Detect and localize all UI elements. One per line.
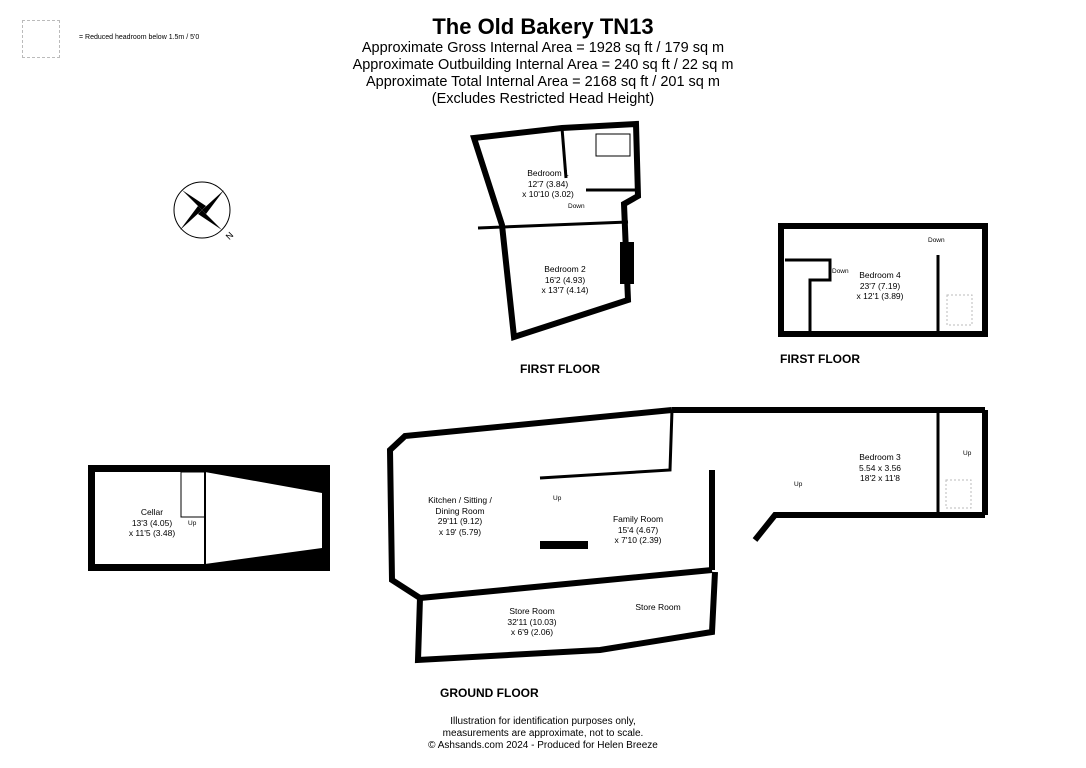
first-floor-main-plan [470, 120, 642, 341]
room-name: Dining Room [435, 505, 485, 516]
stair-up-label: Up [963, 450, 972, 457]
room-dim: x 6'9 (2.06) [510, 627, 554, 637]
stair-down-label: Down [568, 203, 585, 210]
room-cellar: Cellar 13'3 (4.05) x 11'5 (3.48) [107, 507, 197, 539]
ground-floor-plan [386, 407, 988, 664]
room-store-1: Store Room 32'11 (10.03) x 6'9 (2.06) [492, 606, 572, 638]
room-dim: 18'2 x 11'8 [860, 473, 900, 483]
room-name: Kitchen / Sitting / [428, 495, 492, 505]
gross-area: Approximate Gross Internal Area = 1928 s… [361, 40, 725, 56]
room-dim: x 10'10 (3.02) [522, 189, 574, 199]
disclaimer-line: measurements are approximate, not to sca… [442, 728, 644, 739]
stair-up-label: Up [553, 495, 562, 502]
room-name: Bedroom 4 [859, 270, 901, 280]
legend-text: = Reduced headroom below 1.5m / 5'0 [79, 34, 200, 41]
ground-floor-label: GROUND FLOOR [440, 686, 539, 700]
excludes-note: (Excludes Restricted Head Height) [431, 91, 655, 107]
first-floor-outbuilding-plan [778, 223, 988, 337]
reduced-headroom-swatch [22, 20, 60, 58]
stair-up-label: Up [794, 481, 803, 488]
room-dim: x 11'5 (3.48) [128, 528, 176, 538]
room-name: Family Room [612, 514, 664, 524]
room-dim: 13'3 (4.05) [131, 517, 173, 528]
room-bedroom-2: Bedroom 2 16'2 (4.93) x 13'7 (4.14) [525, 264, 605, 296]
stair-down-label: Down [832, 268, 849, 275]
disclaimer: Illustration for identification purposes… [0, 716, 1086, 752]
copyright: © Ashsands.com 2024 - Produced for Helen… [428, 740, 658, 751]
room-dim: x 7'10 (2.39) [614, 535, 662, 545]
disclaimer-line: Illustration for identification purposes… [450, 716, 636, 727]
outbuilding-area: Approximate Outbuilding Internal Area = … [352, 57, 734, 73]
room-name: Cellar [140, 507, 164, 517]
stair-up-label: Up [188, 520, 197, 527]
room-dim: x 13'7 (4.14) [541, 285, 589, 295]
room-dim: 12'7 (3.84) [527, 178, 569, 189]
room-family: Family Room 15'4 (4.67) x 7'10 (2.39) [598, 514, 678, 546]
first-floor-outbuilding-label: FIRST FLOOR [780, 352, 860, 366]
room-store-2: Store Room [618, 602, 698, 613]
room-kitchen-sitting-dining: Kitchen / Sitting / Dining Room 29'11 (9… [410, 495, 510, 537]
room-dim: 15'4 (4.67) [617, 524, 659, 535]
compass-icon: N [173, 181, 236, 242]
room-dim: 16'2 (4.93) [544, 274, 586, 285]
room-name: Bedroom 3 [859, 452, 901, 462]
room-dim: x 19' (5.79) [438, 526, 482, 537]
page-title: The Old Bakery TN13 [432, 14, 654, 39]
room-dim: x 12'1 (3.89) [856, 291, 904, 301]
room-dim: 23'7 (7.19) [859, 280, 901, 291]
room-name: Store Room [509, 606, 555, 616]
room-dim: 29'11 (9.12) [437, 516, 483, 526]
room-dim: 5.54 x 3.56 [858, 462, 902, 473]
room-bedroom-1: Bedroom 1 12'7 (3.84) x 10'10 (3.02) [508, 168, 588, 200]
room-name: Bedroom 2 [544, 264, 586, 274]
room-name: Store Room [635, 602, 681, 612]
room-bedroom-3: Bedroom 3 5.54 x 3.56 18'2 x 11'8 [840, 452, 920, 484]
room-name: Bedroom 1 [527, 168, 569, 178]
cellar-plan [88, 465, 330, 571]
total-area: Approximate Total Internal Area = 2168 s… [366, 74, 720, 90]
first-floor-label: FIRST FLOOR [520, 362, 600, 376]
svg-text:N: N [224, 230, 236, 242]
stair-down-label: Down [928, 237, 945, 244]
room-dim: 32'11 (10.03) [507, 616, 557, 627]
room-bedroom-4: Bedroom 4 23'7 (7.19) x 12'1 (3.89) [840, 270, 920, 302]
